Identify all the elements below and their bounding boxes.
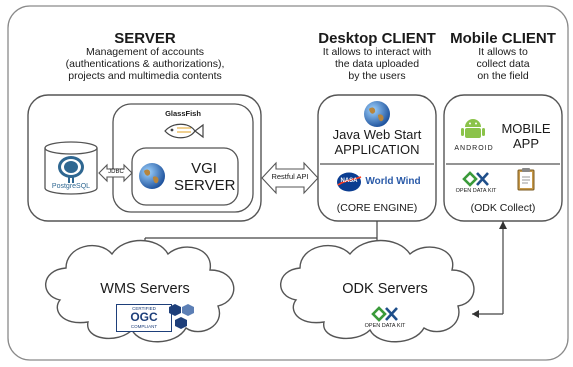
mobile-title: Mobile CLIENT xyxy=(450,30,556,47)
globe-icon xyxy=(139,163,165,189)
desktop-title: Desktop CLIENT xyxy=(318,30,436,47)
mobile-description-2: collect data xyxy=(476,58,530,70)
android-icon xyxy=(461,119,485,138)
postgresql-label: PostgreSQL xyxy=(51,183,91,190)
server-description-2: (authentications & authorizations), xyxy=(65,58,225,70)
wms-servers-label: WMS Servers xyxy=(100,281,190,297)
vgi-server-box xyxy=(131,147,239,206)
glassfish-icon xyxy=(164,123,204,139)
odk-collect-label: (ODK Collect) xyxy=(470,202,536,214)
nasa-label: NASA xyxy=(340,178,358,184)
mobile-description-3: on the field xyxy=(477,70,529,82)
server-description-1: Management of accounts xyxy=(86,46,204,58)
postgresql-db-icon xyxy=(44,141,98,195)
desktop-description-2: the data uploaded xyxy=(334,58,420,70)
jdbc-label: JDBC xyxy=(108,169,124,175)
restful-api-label: Restful API xyxy=(271,172,309,181)
odk-small-label: OPEN DATA KIT xyxy=(455,188,497,194)
nasa-logo-icon xyxy=(337,172,362,192)
odk-servers-label: ODK Servers xyxy=(342,281,428,297)
android-label: ANDROID xyxy=(454,145,494,152)
globe-icon-desktop xyxy=(364,101,390,127)
ogc-certified-text: CERTIFIED xyxy=(132,306,156,311)
application-label: APPLICATION xyxy=(334,142,420,157)
ogc-badge: CERTIFIED OGC COMPLIANT xyxy=(116,304,172,332)
desktop-description-1: It allows to interact with xyxy=(322,46,432,58)
odk-cloud xyxy=(280,239,475,343)
odk-servers-small-label: OPEN DATA KIT xyxy=(364,323,406,329)
outer-frame xyxy=(7,5,569,361)
java-web-start-label: Java Web Start xyxy=(332,127,422,142)
odk-servers-logo-icon xyxy=(371,306,398,322)
core-engine-label: (CORE ENGINE) xyxy=(336,202,418,214)
odk-logo-icon xyxy=(462,171,489,187)
jdbc-arrow xyxy=(98,163,133,183)
clipboard-icon xyxy=(517,168,535,191)
server-title: SERVER xyxy=(114,30,176,47)
desktop-description-3: by the users xyxy=(348,70,406,82)
server-description-3: projects and multimedia contents xyxy=(68,70,222,82)
ogc-compliant-text: COMPLIANT xyxy=(130,324,158,329)
ogc-text: OGC xyxy=(130,310,158,324)
mobile-app-label-1: MOBILE xyxy=(501,121,551,136)
vgi-server-label-1: VGI xyxy=(191,160,217,177)
ogc-hexagons-icon xyxy=(169,304,194,329)
wms-cloud xyxy=(45,239,235,343)
mobile-app-label-2: APP xyxy=(512,136,539,151)
vgi-server-label-2: SERVER xyxy=(174,177,236,194)
world-wind-label: World Wind xyxy=(365,176,421,187)
mobile-description-1: It allows to xyxy=(478,46,528,58)
glassfish-label: GlassFish xyxy=(165,109,201,118)
